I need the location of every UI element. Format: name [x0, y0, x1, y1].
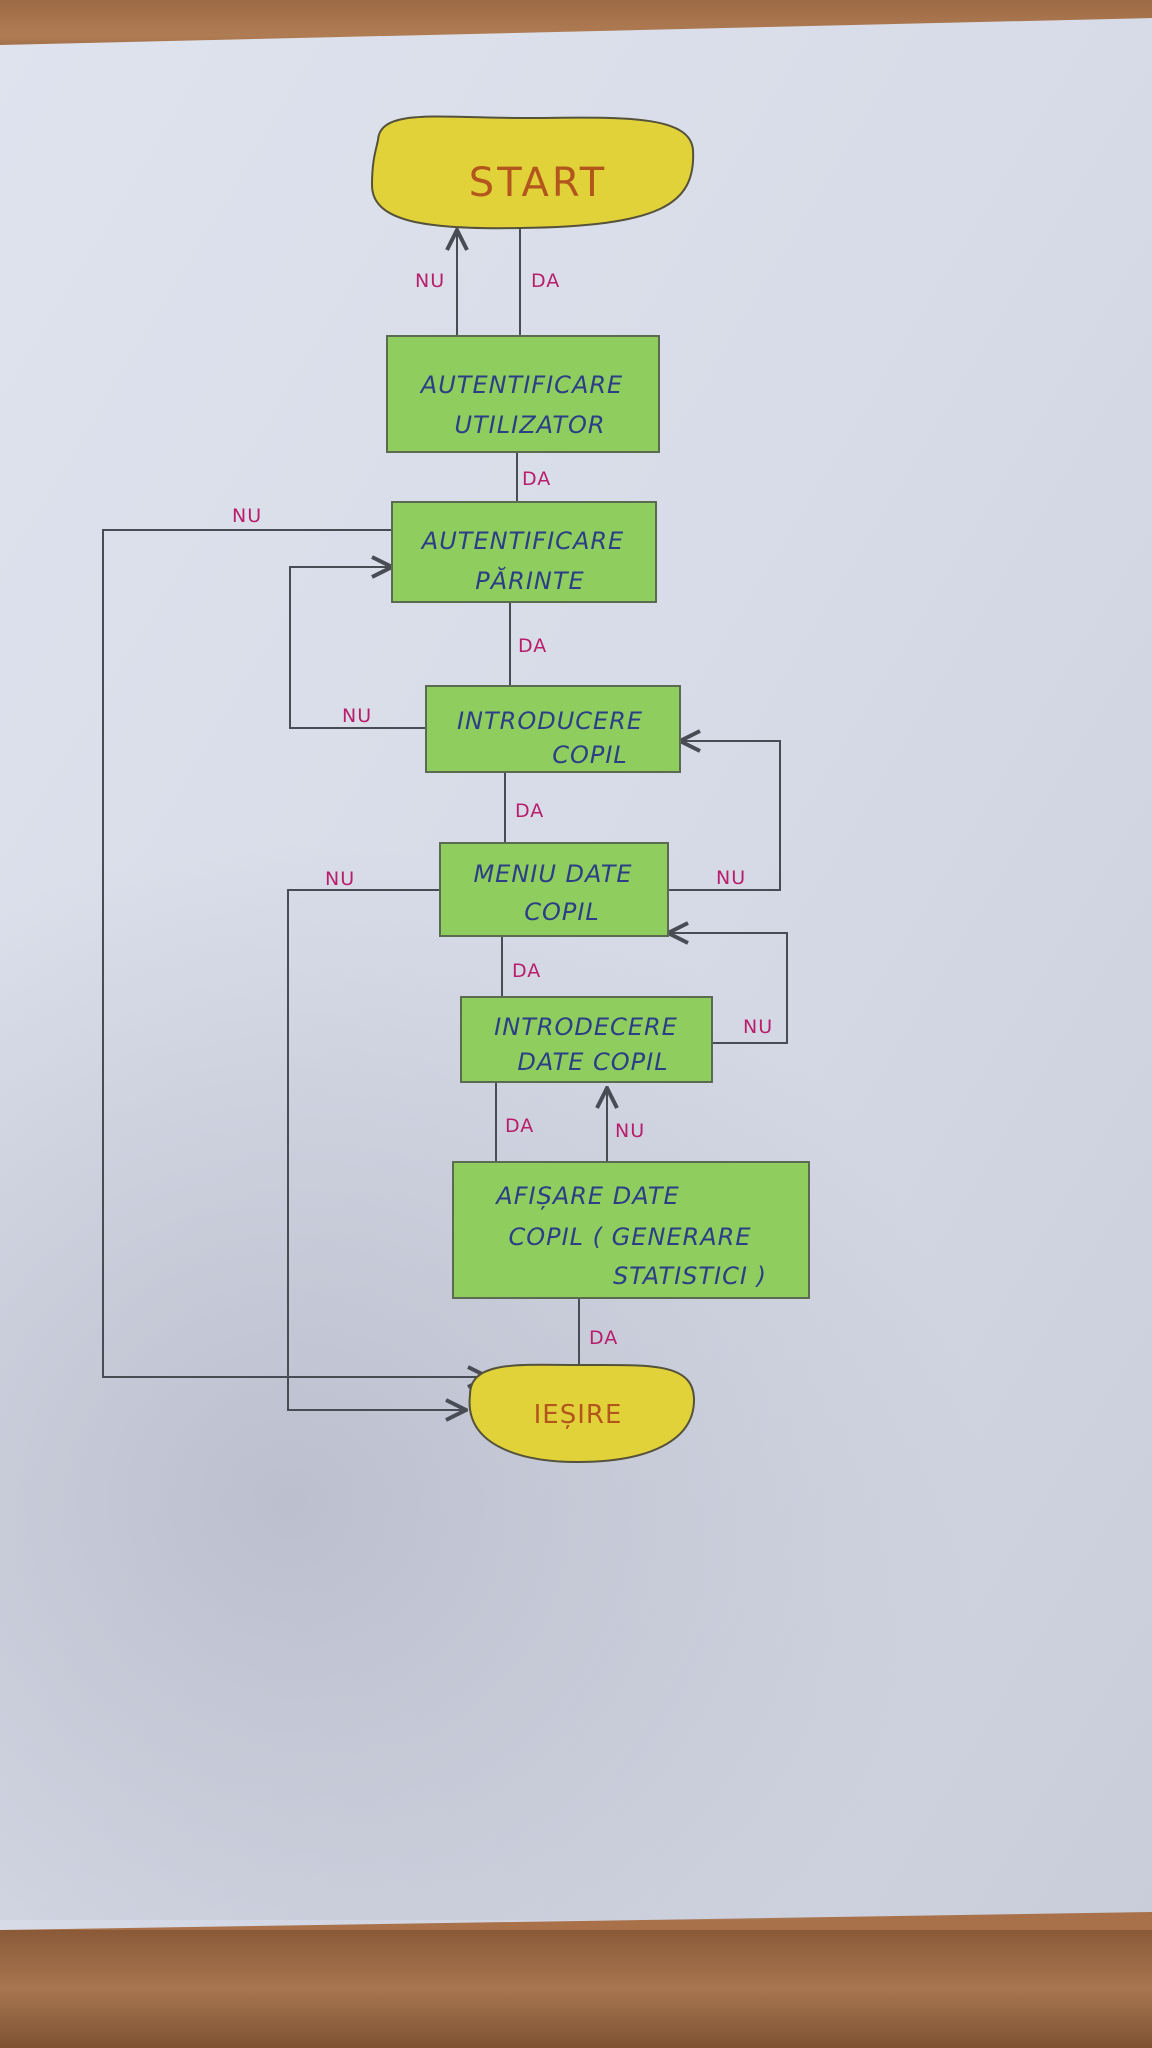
exit-label: IEȘIRE [534, 1400, 623, 1430]
node-start: START [370, 115, 695, 230]
intro-child-line1: INTRODUCERE [457, 707, 643, 735]
node-intro-child: INTRODUCERE COPIL [425, 685, 681, 773]
auth-parent-line1: AUTENTIFICARE [420, 527, 624, 555]
label-show-to-exit: DA [589, 1327, 618, 1349]
wood-table-bottom [0, 1930, 1152, 2048]
edge-menu-to-intro [668, 741, 781, 891]
node-auth-user: AUTENTIFICARE UTILIZATOR [386, 335, 660, 453]
auth-user-line1: AUTENTIFICARE [419, 371, 623, 399]
node-show-data: AFIȘARE DATE COPIL ( GENERARE STATISTICI… [452, 1161, 810, 1299]
label-data-right-nu: NU [743, 1016, 773, 1038]
node-menu-child: MENIU DATE COPIL [439, 842, 669, 937]
edge-intro-to-parent [289, 567, 426, 729]
show-data-line3: STATISTICI ) [613, 1262, 767, 1290]
label-menu-to-data: DA [512, 960, 541, 982]
label-menu-right-nu: NU [716, 867, 746, 889]
label-auth-user-nu: NU [415, 270, 445, 292]
menu-child-line2: COPIL [524, 898, 600, 926]
intro-data-line2: DATE COPIL [517, 1048, 668, 1076]
edge-parent-to-exit [102, 529, 488, 1377]
label-data-to-show: DA [505, 1115, 534, 1137]
node-intro-data: INTRODECERE DATE COPIL [460, 996, 713, 1083]
menu-child-line1: MENIU DATE [473, 860, 632, 888]
label-menu-left-nu: NU [325, 868, 355, 890]
label-auth-user-to-parent: DA [522, 468, 551, 490]
edge-menu-to-exit [287, 889, 466, 1410]
intro-child-line2: COPIL [552, 741, 628, 769]
label-parent-nu: NU [232, 505, 262, 527]
label-show-back-nu: NU [615, 1120, 645, 1142]
show-data-line1: AFIȘARE DATE [494, 1182, 679, 1210]
node-auth-parent: AUTENTIFICARE PĂRINTE [391, 501, 657, 603]
start-label: START [469, 160, 607, 206]
auth-parent-line2: PĂRINTE [475, 566, 584, 595]
label-intro-to-menu: DA [515, 800, 544, 822]
edge-data-to-menu [668, 933, 788, 1044]
node-exit: IEȘIRE [468, 1363, 696, 1464]
intro-data-line1: INTRODECERE [494, 1013, 678, 1041]
auth-user-line2: UTILIZATOR [454, 411, 605, 439]
label-auth-user-da: DA [531, 270, 560, 292]
label-intro-nu: NU [342, 705, 372, 727]
label-parent-to-intro: DA [518, 635, 547, 657]
show-data-line2: COPIL ( GENERARE [508, 1223, 751, 1251]
